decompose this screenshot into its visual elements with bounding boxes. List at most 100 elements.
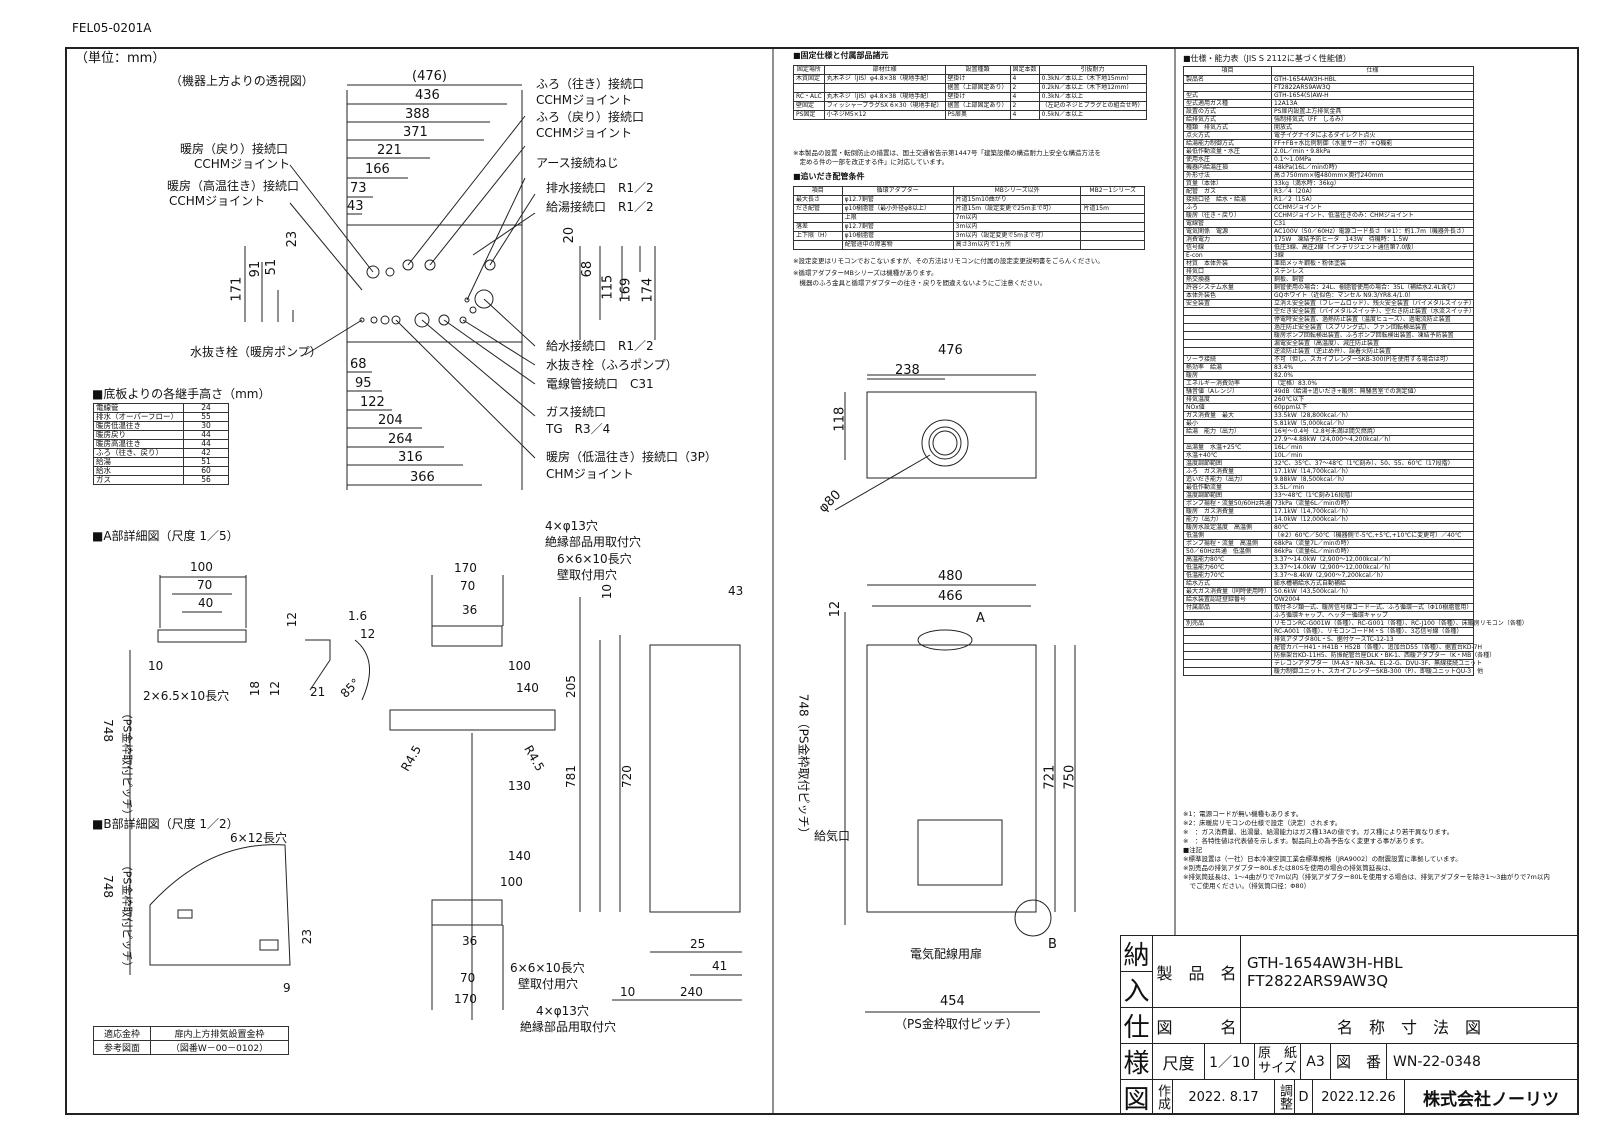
bracket-dim-100b: 100 bbox=[500, 875, 523, 889]
detail-a-dim-18: 18 bbox=[248, 680, 263, 697]
spec-item: 追いだき能力（出力） bbox=[1183, 475, 1272, 484]
spec-value: 膨水槽補給水方式自動補給 bbox=[1271, 579, 1474, 588]
spec-value: GTH-1654(S)AW-H bbox=[1271, 91, 1474, 100]
spec-value: 80℃ bbox=[1271, 523, 1474, 532]
header-cell: 部材仕様 bbox=[823, 65, 946, 75]
table-row: ふろ（往き、戻り）42 bbox=[93, 448, 229, 458]
spec-value: 82.0% bbox=[1271, 371, 1474, 380]
joint-height: 51 bbox=[183, 457, 229, 467]
dim-166: 166 bbox=[365, 162, 390, 177]
spec-item: ポンプ揚程・流量50/60Hz共通 bbox=[1183, 499, 1272, 508]
spec-value: ステンレス bbox=[1271, 267, 1474, 276]
spec-value: 3線 bbox=[1271, 251, 1474, 260]
note-line: ■注記 bbox=[1183, 846, 1203, 854]
side-dim-240: 240 bbox=[680, 985, 703, 999]
label-gas: ガス接続口 bbox=[546, 405, 607, 419]
dim-316: 316 bbox=[398, 450, 423, 465]
spec-value: 48kPa(16L／minの時) bbox=[1271, 163, 1474, 172]
spec-item: ガス消費量 最大 bbox=[1183, 411, 1272, 420]
spec-value: 27.9～4.88kW（24,000～4,200kcal／h） bbox=[1271, 435, 1474, 444]
detail-a-dim-12b: 12 bbox=[360, 627, 376, 641]
dim-v-169: 169 bbox=[618, 277, 634, 303]
table-cell: 4 bbox=[1009, 110, 1040, 120]
table-cell: 高さ3m以内で1ヵ所 bbox=[952, 240, 1082, 250]
front-dim-480: 480 bbox=[938, 569, 963, 584]
spec-value: 33kg（満水時：36kg） bbox=[1271, 179, 1474, 188]
table-row: 給排気方式強制排気式（FF しるみ） bbox=[1183, 115, 1474, 124]
spec-item: 50／60Hz共通 低温側 bbox=[1183, 547, 1272, 556]
dim-v-23: 23 bbox=[285, 230, 301, 248]
bracket-label-8: 絶縁部品用取付穴 bbox=[520, 1020, 617, 1034]
ref-label-2: 参考図面 bbox=[93, 1040, 151, 1055]
table-header-row: 固定場所部材仕様設置種類固定本数引抜耐力 bbox=[793, 65, 1147, 75]
spec-item: 材質 本体外装 bbox=[1183, 259, 1272, 268]
spec-value: 50.6kW（43,500kcal／h） bbox=[1271, 587, 1474, 596]
detail-a-dim-70: 70 bbox=[197, 578, 213, 592]
spec-value: 16号～0.4号（2.8号未満は間欠燃焼） bbox=[1271, 427, 1474, 436]
table-cell: 4 bbox=[1009, 92, 1040, 102]
detail-a-dim-1-6: 1.6 bbox=[348, 609, 368, 623]
spec-item: 信号線 bbox=[1183, 243, 1272, 252]
bracket-label-6: 壁取付用穴 bbox=[518, 977, 579, 991]
spec-value: AC100V（50／60Hz）電源コード長さ（※1）：約1.7m（機器外長さ） bbox=[1271, 227, 1474, 236]
spec-value: 排気アダプタ80L・S、据付ケースTC-12-13 bbox=[1271, 635, 1474, 644]
table-cell: 4 bbox=[1009, 74, 1040, 84]
table-row: 付属部品取付ネジ類一式、暖房信号線コード一式、ふろ循環一式（Φ10樹脂管用） bbox=[1183, 603, 1474, 612]
label-heating-low-joint: CHMジョイント bbox=[546, 467, 634, 481]
front-dim-721: 721 bbox=[1042, 764, 1058, 790]
label-heating-return-joint: CCHMジョイント bbox=[194, 157, 291, 171]
table-cell: 0.5kN／本以上 bbox=[1038, 110, 1147, 120]
table-row: 外形寸法高さ750mm×幅480mm×奥行240mm bbox=[1183, 171, 1474, 180]
table-row: 信号線低圧3線、高圧2線（インテリジェント通信第7.0版） bbox=[1183, 243, 1474, 252]
spec-value: 亜鉛メッキ鋼板・粉体塗装 bbox=[1271, 259, 1474, 268]
detail-b-title: ■B部詳細図（尺度 1／2） bbox=[92, 817, 239, 831]
spec-item: 高温能力80℃ bbox=[1183, 555, 1272, 564]
bracket-label-1: 4×φ13穴 bbox=[545, 519, 598, 533]
table-row: 防振架台KD-11H5、防振配管台座DLK・BK-1、西暖アダプター（K・MB（… bbox=[1183, 651, 1495, 660]
table-cell: φ10樹脂管 bbox=[841, 231, 954, 241]
table-cell: 0.3kN／本以上（木下地15mm） bbox=[1038, 74, 1147, 84]
spec-value: 銅管使用の場合：24L、樹脂管使用の場合：35L（補給水2.4L含む） bbox=[1271, 283, 1474, 292]
note-line: ※2：床暖房リモコンの仕様で設定（決定）されます。 bbox=[1183, 819, 1342, 827]
spec-value: 33～48℃（1℃刻み16段階） bbox=[1271, 491, 1474, 500]
detail-b-pitch: 748 bbox=[101, 875, 116, 899]
detail-b-hole: 6×12長穴 bbox=[230, 831, 287, 845]
spec-value: OW2004 bbox=[1271, 595, 1474, 604]
table-cell: 据置（上部固定あり） bbox=[944, 83, 1011, 93]
spec-item: 給湯能力制御方式 bbox=[1183, 139, 1272, 148]
spec-item bbox=[1183, 611, 1272, 620]
spec-value: 86kPa（流量6L／minの時） bbox=[1271, 547, 1474, 556]
spec-value: 低圧3線、高圧2線（インテリジェント通信第7.0版） bbox=[1271, 243, 1474, 252]
spec-value: 3.37～14.0kW（2,900～12,000kcal／h） bbox=[1271, 563, 1474, 572]
joint-height: 56 bbox=[183, 475, 229, 485]
spec-item: 温度調節範囲 bbox=[1183, 491, 1272, 500]
front-label-pitch: （PS金枠取付ピッチ） bbox=[895, 1017, 1018, 1031]
dim-221: 221 bbox=[377, 143, 402, 158]
spec-item: 暖房（往き・戻り） bbox=[1183, 211, 1272, 220]
table-row: 質量（本体）33kg（満水時：36kg） bbox=[1183, 179, 1474, 188]
front-label-intake: 給気口 bbox=[814, 829, 851, 843]
table-row: 追いだき能力（出力）9.88kW（8,500kcal／h） bbox=[1183, 475, 1474, 484]
spec-value: 5.81kW（5,000kcal／h） bbox=[1271, 419, 1474, 428]
front-label-a: A bbox=[976, 611, 985, 626]
title-block: 納 入 仕 様 図 製 品 名 GTH-1654AW3H-HBL FT2822A… bbox=[1120, 935, 1579, 1115]
spec-item: E-con bbox=[1183, 251, 1272, 260]
spec-value: ふろ循環キャップ、ヘッダー循環キャップ bbox=[1271, 611, 1474, 620]
dim-v-51: 51 bbox=[264, 258, 280, 276]
label-heating-return: 暖房（戻り）接続口 bbox=[180, 142, 289, 156]
note-line: ※ ：ガス消費量、出湯量、給湯能力はガス種13Aの値です。ガス種により若干異なり… bbox=[1183, 828, 1454, 836]
spec-value: 49dB（給湯+追いだき+暖房：無騒音室での測定値） bbox=[1271, 387, 1474, 396]
table-row: ソーラ接続不可（但し、スカイブレンダーSKB-300(P)を使用する場合は可） bbox=[1183, 355, 1474, 364]
front-dim-12: 12 bbox=[828, 600, 844, 618]
dim-73: 73 bbox=[350, 181, 367, 196]
